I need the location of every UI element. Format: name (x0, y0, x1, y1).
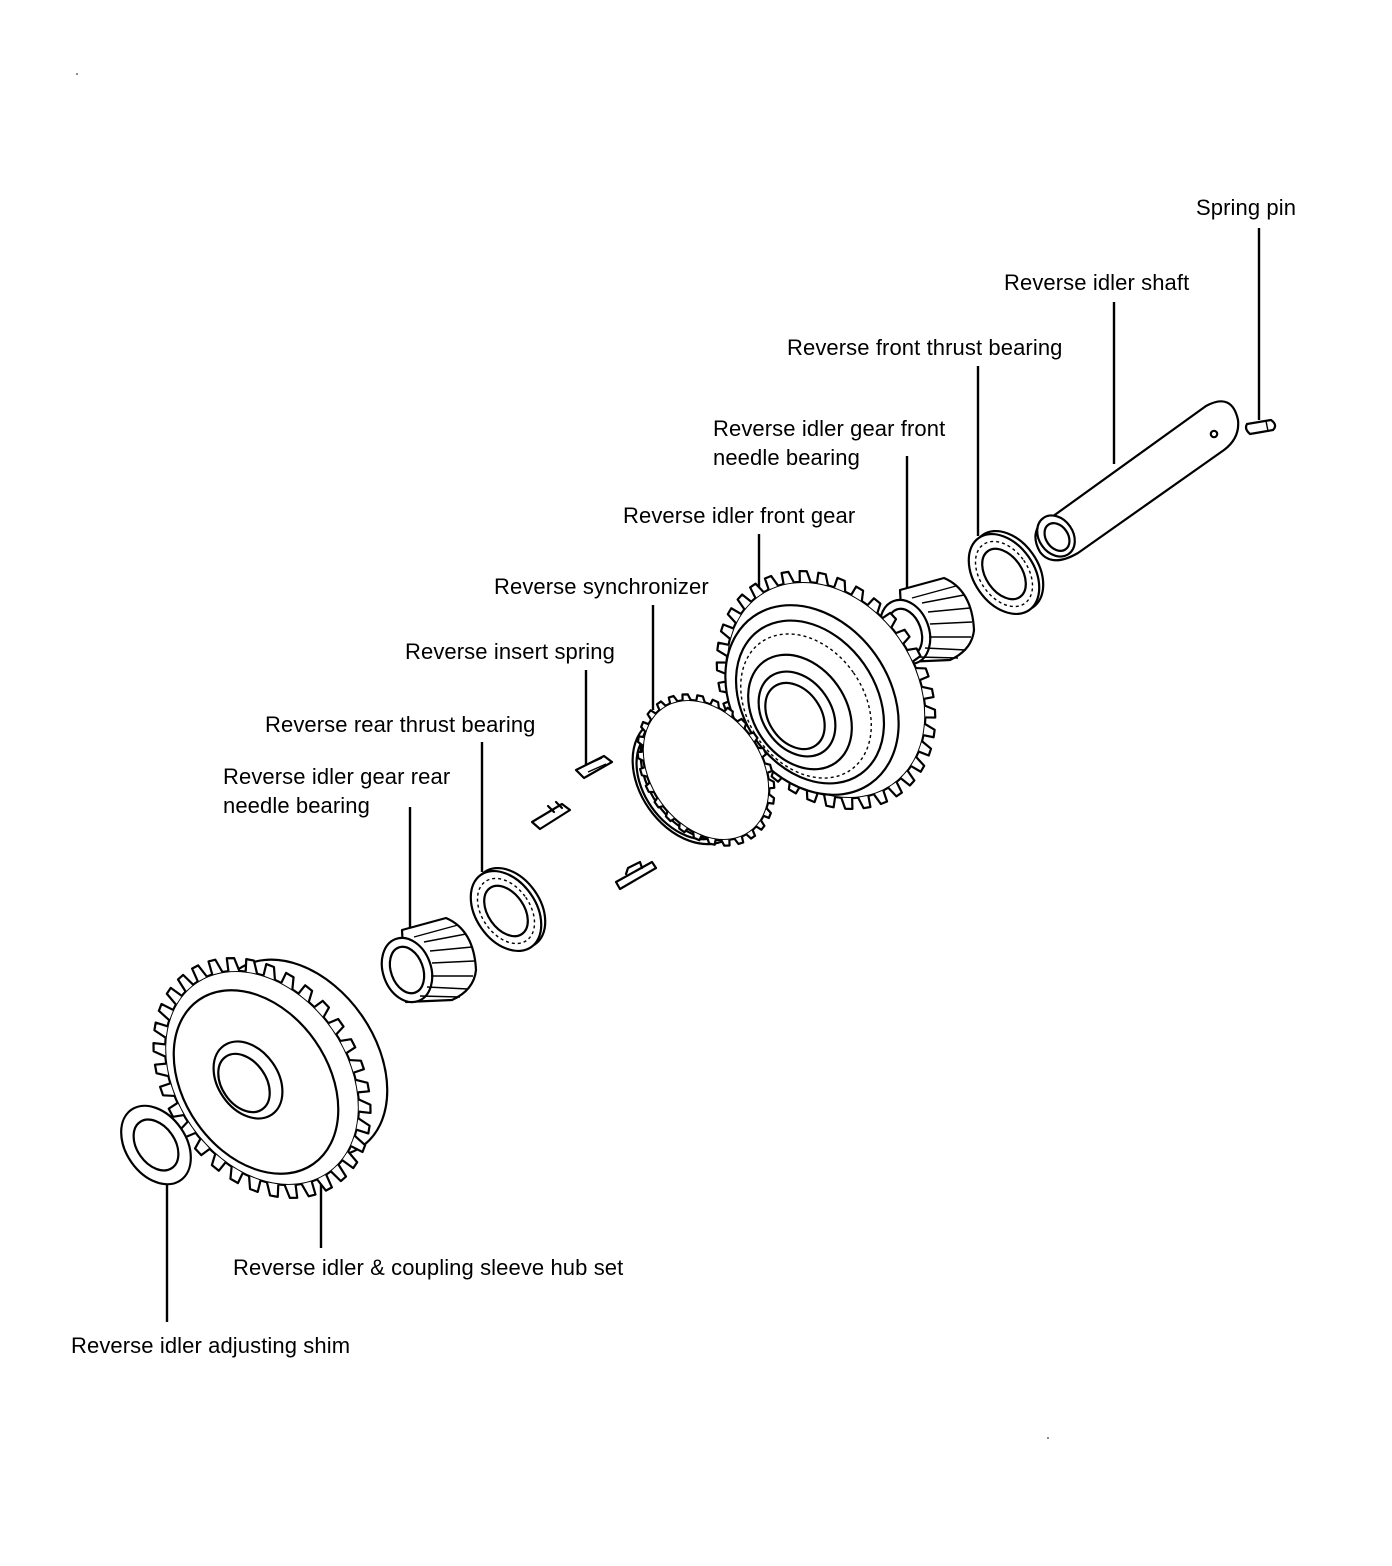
synchronizer-teeth (636, 693, 776, 847)
label-text-line-2: needle bearing (713, 445, 860, 470)
label-text: Reverse rear thrust bearing (265, 712, 536, 737)
label-synchronizer: Reverse synchronizer (494, 572, 709, 601)
front-gear-part (715, 569, 937, 811)
label-text: Reverse synchronizer (494, 574, 709, 599)
label-spring-pin: Spring pin (1196, 193, 1296, 222)
speck (76, 73, 78, 75)
label-text-line-2: needle bearing (223, 793, 370, 818)
label-text-line-1: Reverse idler gear rear (223, 764, 451, 789)
label-front-needle-bearing: Reverse idler gear front needle bearing (713, 414, 945, 472)
label-rear-needle-bearing: Reverse idler gear rear needle bearing (223, 762, 450, 820)
label-coupling-sleeve-hub: Reverse idler & coupling sleeve hub set (233, 1253, 623, 1282)
label-text: Reverse idler & coupling sleeve hub set (233, 1255, 624, 1280)
label-text-line-1: Reverse idler gear front (713, 416, 946, 441)
gear-tooth-profile (152, 957, 372, 1199)
spring-pin-part (1244, 418, 1277, 436)
idler-shaft-part (1034, 400, 1240, 562)
rear-needle-bearing-part (380, 916, 478, 1004)
gear-tooth-profile (636, 693, 776, 847)
label-text: Reverse idler front gear (623, 503, 856, 528)
label-text: Reverse front thrust bearing (787, 335, 1063, 360)
label-insert-spring: Reverse insert spring (405, 637, 615, 666)
front-thrust-bearing-part (967, 529, 1045, 616)
label-front-gear: Reverse idler front gear (623, 501, 855, 530)
label-text: Reverse idler shaft (1004, 270, 1190, 295)
adjusting-shim-part (120, 1104, 192, 1186)
synchronizer-part (631, 693, 776, 847)
speck (1047, 1437, 1049, 1439)
label-rear-thrust-bearing: Reverse rear thrust bearing (265, 710, 536, 739)
label-adjusting-shim: Reverse idler adjusting shim (71, 1331, 350, 1360)
label-text: Spring pin (1196, 195, 1297, 220)
leader-lines (165, 228, 1261, 1322)
insert-spring-part (530, 754, 658, 891)
label-front-thrust-bearing: Reverse front thrust bearing (787, 333, 1063, 362)
coupling-sleeve-hub-part (152, 957, 389, 1199)
rear-thrust-bearing-part (469, 866, 547, 953)
gear-tooth-profile (715, 569, 937, 811)
label-text: Reverse idler adjusting shim (71, 1333, 351, 1358)
label-text: Reverse insert spring (405, 639, 615, 664)
label-idler-shaft: Reverse idler shaft (1004, 268, 1189, 297)
